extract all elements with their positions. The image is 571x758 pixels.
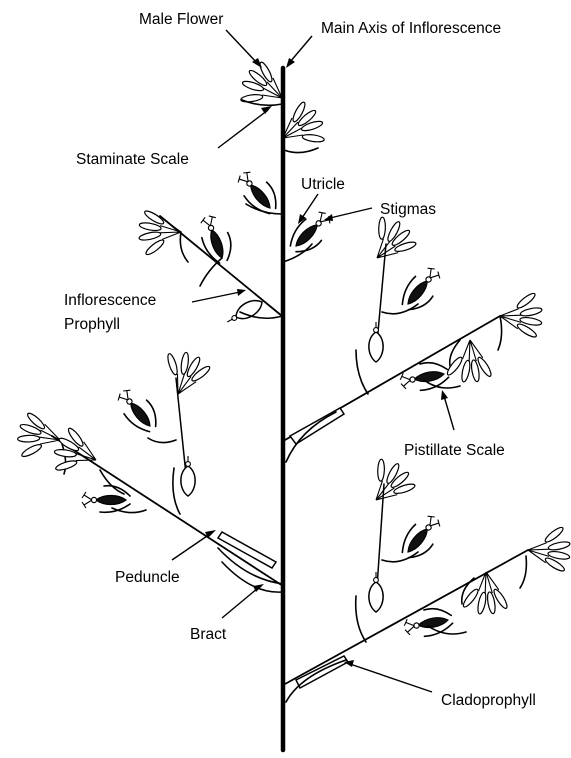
label-bract: Bract: [190, 626, 227, 643]
label-pistillate-scale: Pistillate Scale: [404, 442, 505, 459]
right-lower-branch: [285, 458, 571, 702]
label-male-flower: Male Flower: [139, 11, 223, 28]
label-cladoprophyll: Cladoprophyll: [441, 692, 536, 709]
right-upper-branch: [285, 216, 555, 462]
label-utricle: Utricle: [301, 176, 345, 193]
label-inflorescence: Inflorescence: [64, 292, 156, 309]
label-prophyll: Prophyll: [64, 316, 120, 333]
label-peduncle: Peduncle: [115, 569, 180, 586]
left-lower-branch: [8, 347, 284, 593]
label-stigmas: Stigmas: [380, 201, 436, 218]
label-main-axis: Main Axis of Inflorescence: [321, 20, 501, 37]
label-staminate-scale: Staminate Scale: [76, 151, 189, 168]
